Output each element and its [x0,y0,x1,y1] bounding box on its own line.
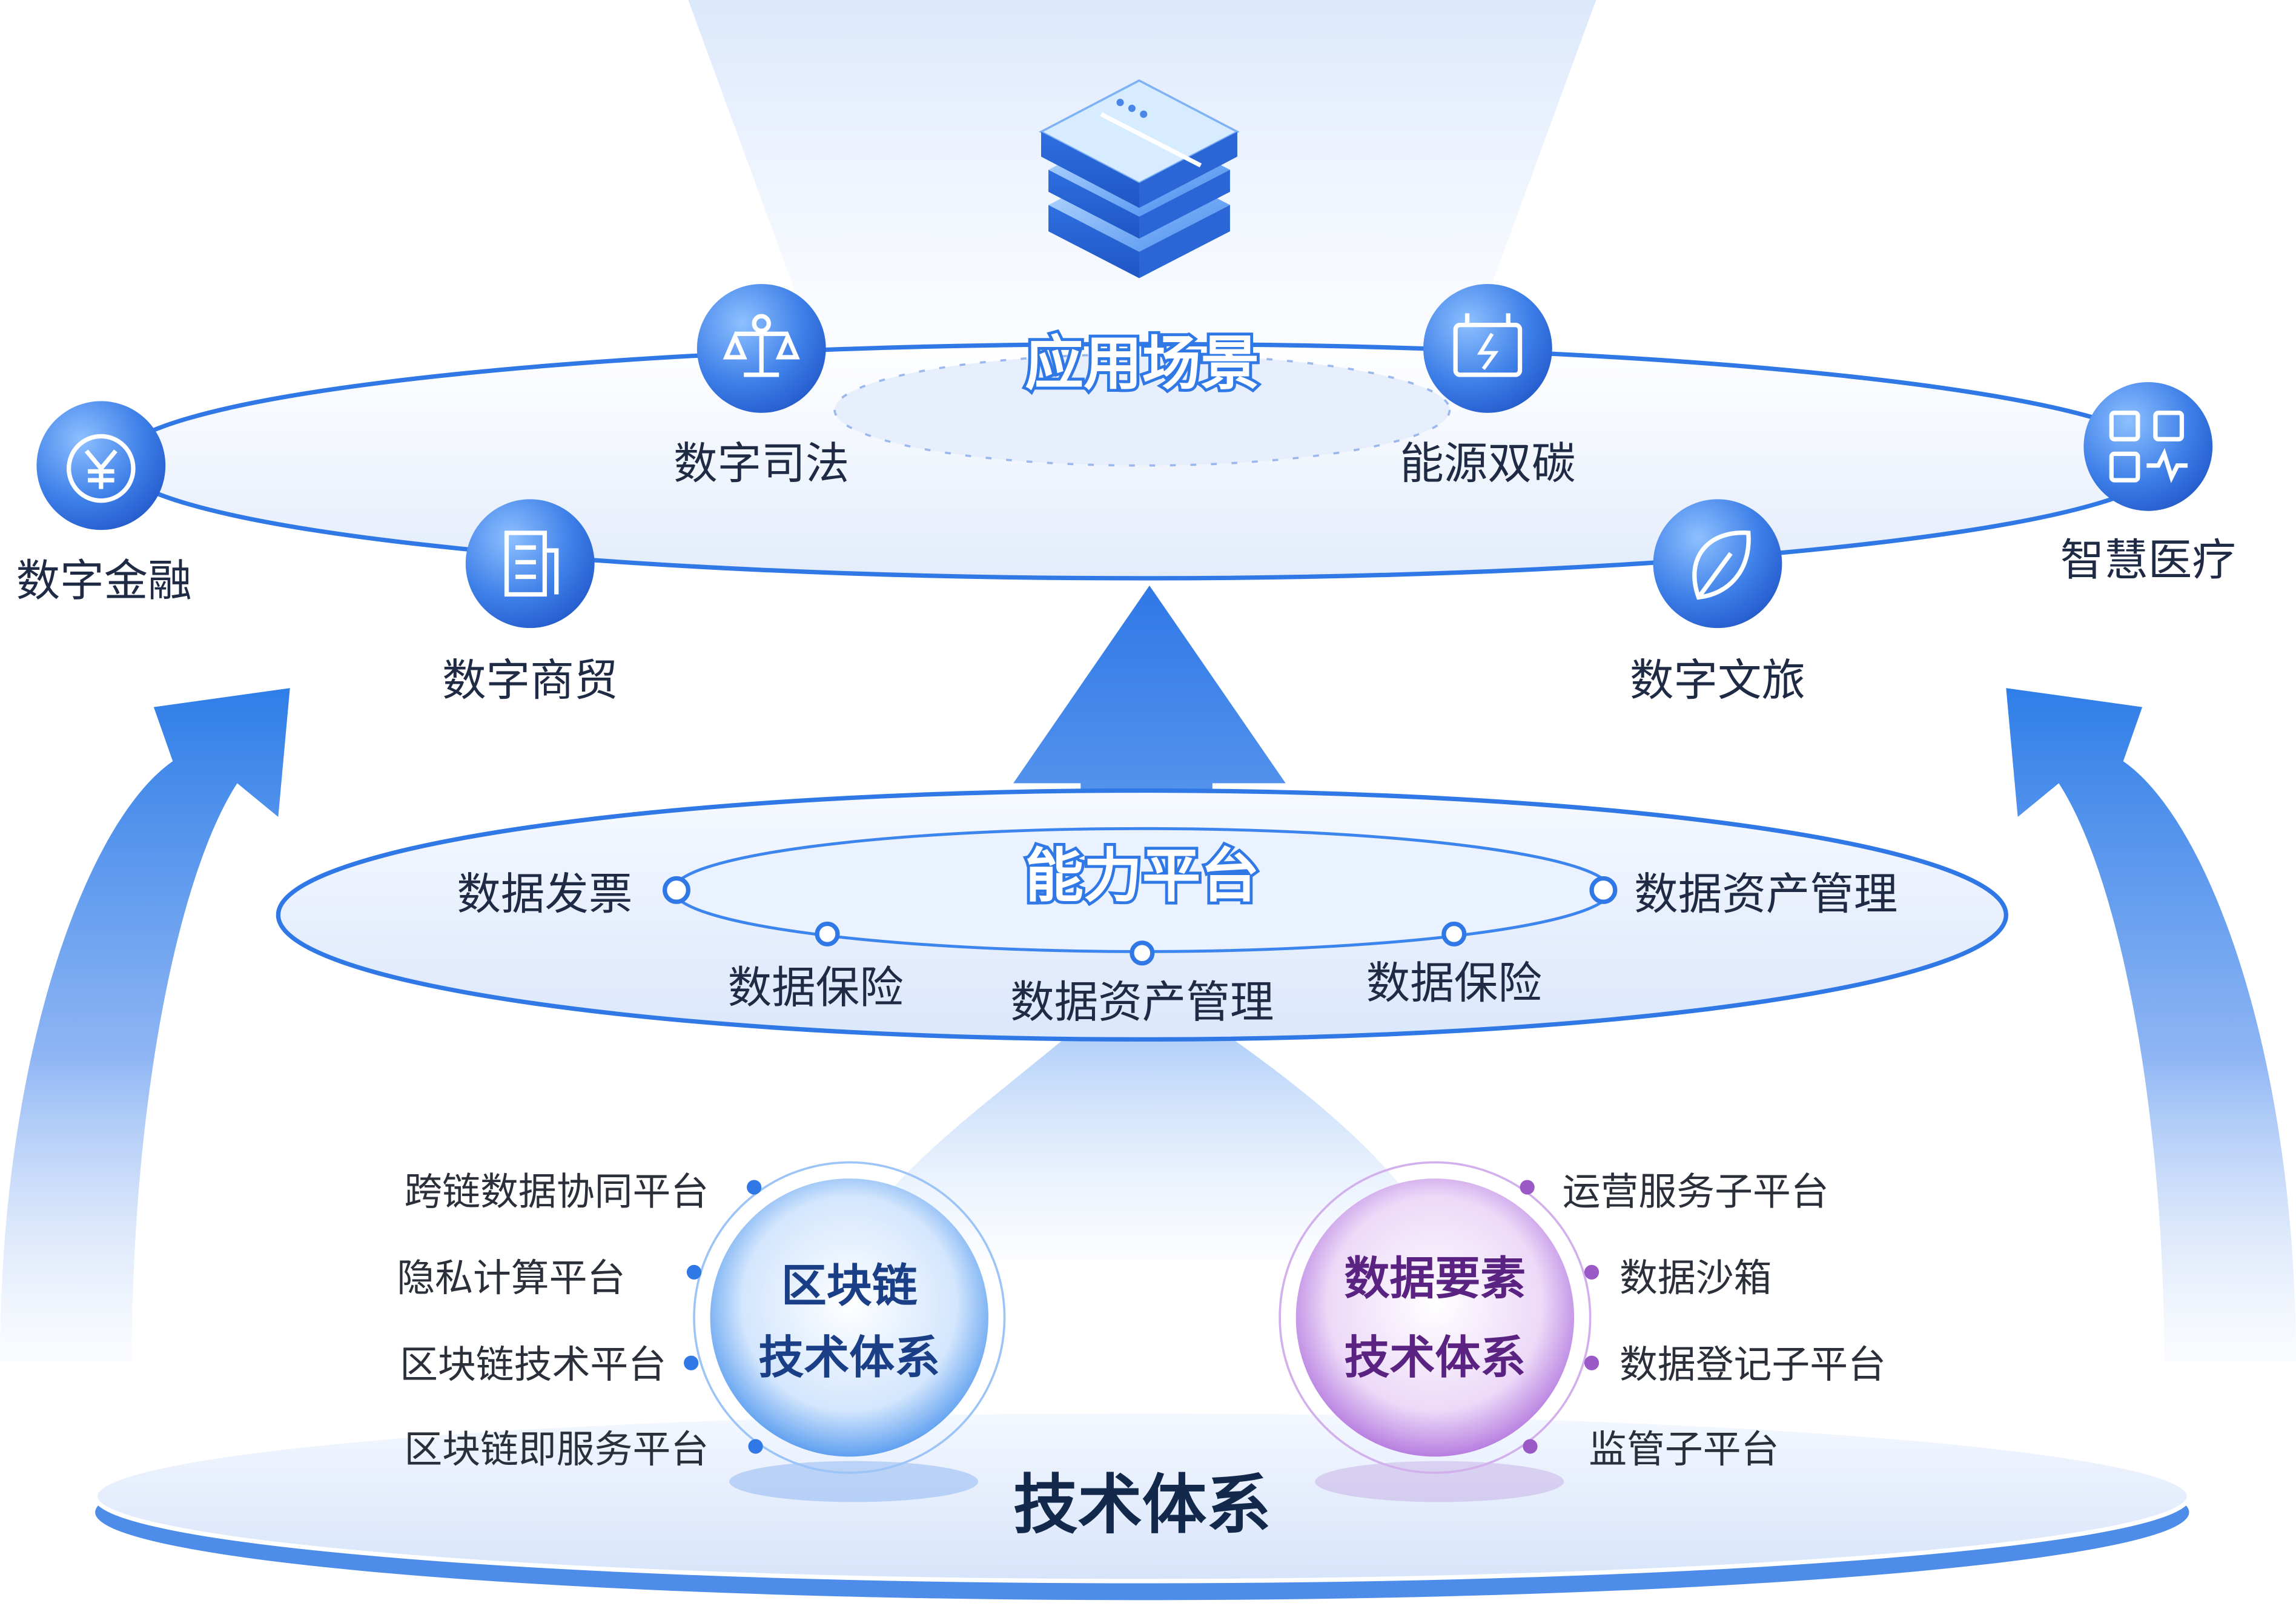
capability-node-insurance-left[interactable]: 数据保险 [728,921,904,1013]
orb-title-line2: 技术体系 [758,1332,940,1383]
scenario-label: 智慧医疗 [2060,536,2236,585]
blockchain-item-list: 跨链数据协同平台 隐私计算平台 区块链技术平台 区块链即服务平台 [397,1171,763,1471]
scenario-label: 数字金融 [16,557,192,606]
scenario-label: 数字司法 [673,440,849,489]
data-elements-item: 监管子平台 [1589,1429,1779,1471]
blockchain-item: 跨链数据协同平台 [404,1171,709,1214]
data-elements-item: 数据登记子平台 [1619,1344,1886,1386]
data-elements-item: 运营服务子平台 [1563,1171,1829,1214]
scenario-finance[interactable]: 数字金融 [16,401,192,606]
data-elements-tech-orb[interactable]: 数据要素 技术体系 [1279,1161,1592,1502]
orb-title-line1: 数据要素 [1344,1253,1526,1304]
scenario-label: 能源双碳 [1400,440,1575,489]
scales-icon [723,314,800,377]
blockchain-tech-orb[interactable]: 区块链 技术体系 [693,1161,1006,1502]
blockchain-item: 区块链技术平台 [400,1344,666,1386]
scenario-commerce[interactable]: 数字商贸 [442,499,618,705]
scenario-label: 数字文旅 [1630,656,1805,705]
capability-label: 数据发票 [457,870,632,919]
scenario-healthcare[interactable]: 智慧医疗 [2060,382,2236,585]
data-elements-item: 数据沙箱 [1619,1257,1772,1300]
data-elements-item-list: 运营服务子平台 数据沙箱 数据登记子平台 监管子平台 [1520,1171,1886,1471]
scenario-culture-tourism[interactable]: 数字文旅 [1630,499,1805,705]
stacked-layers-icon [1039,79,1240,279]
orb-title-line1: 区块链 [781,1260,918,1311]
scenario-justice[interactable]: 数字司法 [673,283,849,489]
yen-coin-icon [67,434,136,503]
orb-title-line2: 技术体系 [1344,1332,1526,1383]
capability-node-insurance-right[interactable]: 数据保险 [1366,921,1542,1008]
capability-label: 数据保险 [728,963,904,1013]
capability-node-invoice[interactable]: 数据发票 [457,870,690,919]
right-curved-arrow [2006,688,2296,1362]
capability-platform-title: 能力平台 [1025,844,1259,909]
tech-system-title: 技术体系 [1013,1469,1271,1541]
application-dial [833,353,1451,467]
battery-charging-icon [1453,313,1523,377]
blockchain-item: 隐私计算平台 [397,1257,625,1300]
capability-label: 数据资产管理 [1010,978,1274,1027]
scenario-energy[interactable]: 能源双碳 [1400,283,1575,489]
leaf-icon [1692,530,1751,600]
capability-node-asset-center[interactable]: 数据资产管理 [1010,940,1274,1027]
application-layer-title: 应用场景 [1025,331,1259,396]
blockchain-item: 区块链即服务平台 [404,1429,709,1471]
capability-label: 数据保险 [1366,959,1542,1008]
scenario-label: 数字商贸 [442,656,618,705]
capability-label: 数据资产管理 [1634,870,1897,919]
left-curved-arrow [0,688,290,1362]
medical-monitor-icon [2109,411,2188,483]
building-icon [504,530,559,597]
base-ring [93,1409,2192,1584]
capability-node-asset-right[interactable]: 数据资产管理 [1589,870,1897,919]
